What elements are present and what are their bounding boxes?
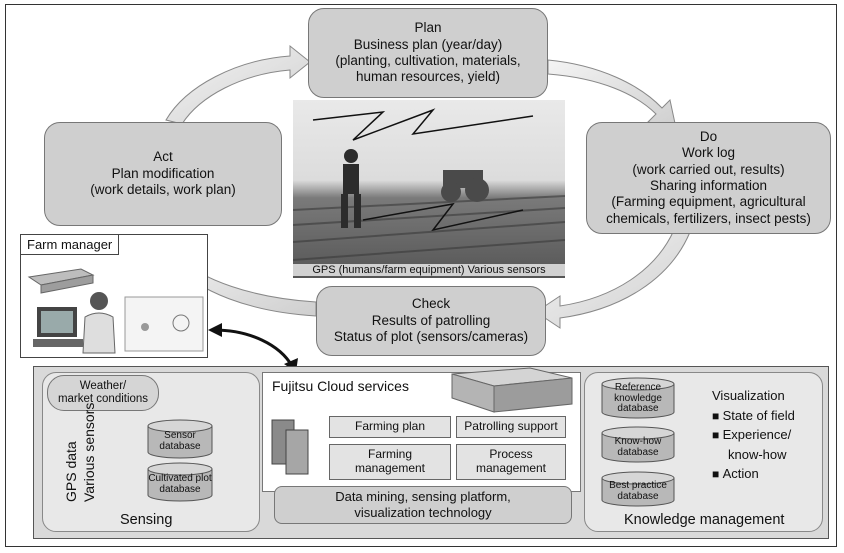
cycle-arrow-plan-to-do: [547, 59, 677, 129]
farm-manager-title: Farm manager: [21, 235, 120, 255]
check-line: Status of plot (sensors/cameras): [333, 329, 529, 345]
farming-management-box: Farming management: [329, 444, 451, 480]
visualization-item-cont: know-how: [728, 446, 787, 462]
various-sensors-label: Various sensors: [81, 402, 97, 502]
data-mining-box: Data mining, sensing platform, visualiza…: [274, 486, 572, 524]
check-line: Results of patrolling: [371, 312, 491, 328]
visualization-item: Action: [712, 464, 795, 484]
person-icon: [82, 292, 116, 354]
plan-title: Plan: [414, 20, 442, 36]
visualization-list: Visualization State of field Experience/…: [712, 386, 795, 484]
computer-icon: [33, 307, 83, 347]
check-box: Check Results of patrolling Status of pl…: [316, 286, 546, 356]
patrolling-support-box: Patrolling support: [456, 416, 566, 438]
do-line: Work log: [681, 145, 736, 161]
plan-box: Plan Business plan (year/day) (planting,…: [308, 8, 548, 98]
do-line: chemicals, fertilizers, insect pests): [606, 210, 811, 226]
knowhow-db-label: Know-how database: [614, 436, 662, 458]
weather-box: Weather/ market conditions: [47, 375, 159, 411]
check-title: Check: [411, 296, 451, 312]
act-line: (work details, work plan): [90, 182, 236, 198]
cloud-title: Fujitsu Cloud services: [272, 378, 409, 394]
photo-caption: GPS (humans/farm equipment) Various sens…: [293, 264, 565, 276]
farm-manager-panel: Farm manager: [20, 234, 208, 358]
weather-line: Weather/: [79, 379, 127, 392]
plan-line: (planting, cultivation, materials,: [335, 53, 521, 68]
act-box: Act Plan modification (work details, wor…: [44, 122, 282, 226]
plan-line: Business plan (year/day): [353, 36, 503, 52]
cycle-arrow-act-to-plan: [165, 44, 311, 125]
tractor-figure: [441, 170, 489, 202]
act-line: Plan modification: [111, 165, 215, 181]
knowledge-management-label: Knowledge management: [624, 512, 785, 528]
plot-db-label: Cultivated plot database: [148, 473, 212, 495]
weather-line: market conditions: [57, 393, 149, 405]
visualization-item: Experience/: [712, 425, 795, 445]
act-title: Act: [153, 149, 173, 165]
building-icon: [27, 268, 95, 294]
do-box: Do Work log (work carried out, results) …: [586, 122, 831, 234]
process-management-box: Process management: [456, 444, 566, 480]
sensing-label: Sensing: [120, 512, 173, 528]
farming-plan-box: Farming plan: [329, 416, 451, 438]
gps-data-label: GPS data: [63, 441, 79, 502]
do-line: Sharing information: [649, 178, 768, 193]
visualization-title: Visualization: [712, 388, 785, 403]
diagram-frame: [5, 4, 837, 547]
do-line: (work carried out, results): [632, 161, 785, 177]
field-photo: [293, 100, 565, 278]
sensor-db-label: Sensor database: [159, 430, 201, 452]
plan-line: human resources, yield): [355, 69, 501, 85]
visualization-item: State of field: [712, 406, 795, 426]
reference-db-label: Reference knowledge database: [614, 382, 662, 414]
best-practice-db-label: Best practice database: [609, 480, 667, 502]
do-title: Do: [699, 128, 718, 144]
manager-cloud-arrow: [208, 323, 298, 372]
screen-map-icon: [124, 296, 204, 352]
do-line: (Farming equipment, agricultural: [611, 194, 806, 210]
worker-figure: [341, 149, 361, 228]
